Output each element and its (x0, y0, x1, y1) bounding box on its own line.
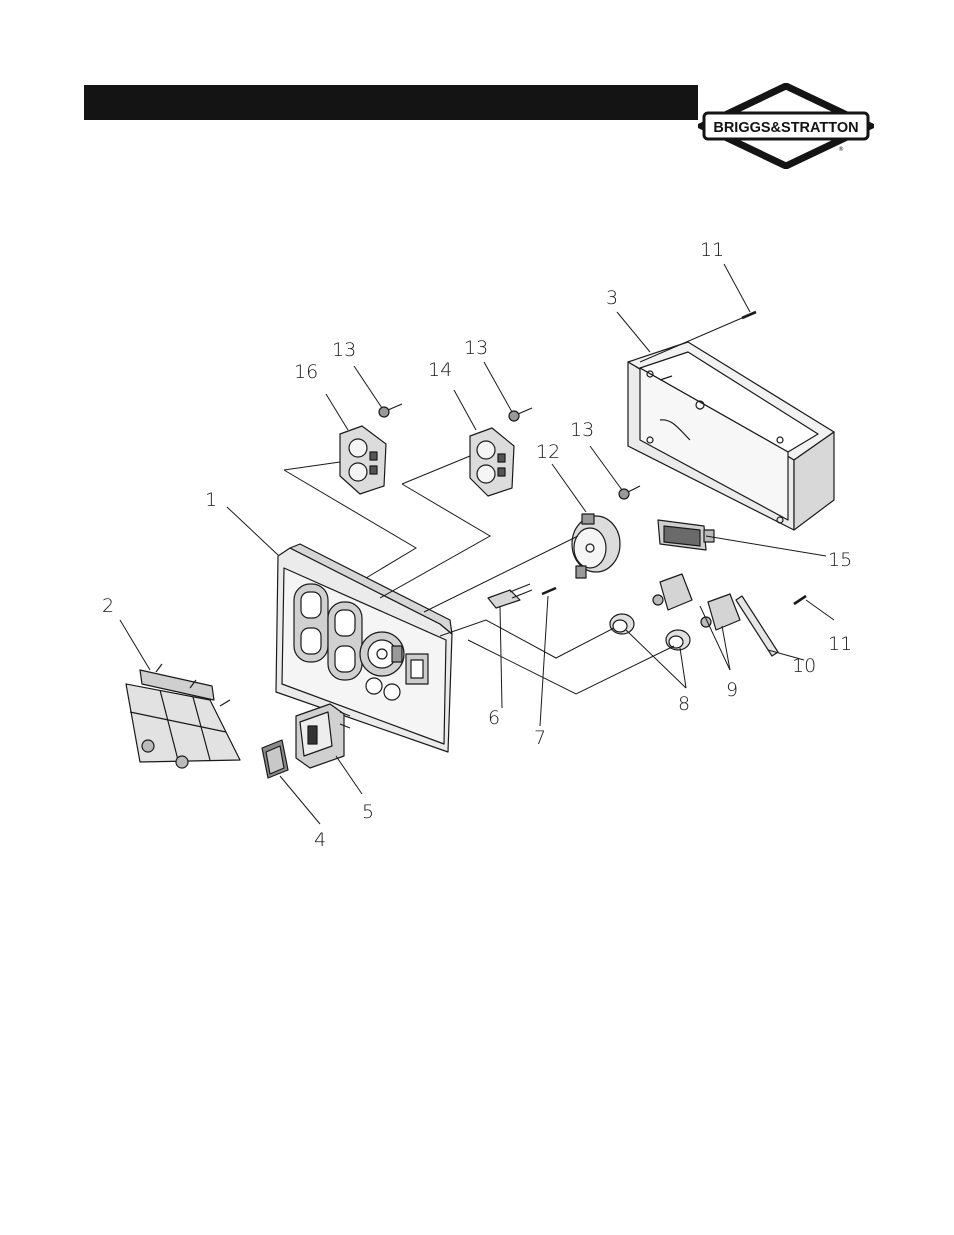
callout-4: 4 (314, 829, 326, 851)
callout-3: 3 (606, 287, 618, 309)
part-3-housing-box (628, 342, 834, 530)
callout-11-top: 11 (700, 239, 724, 261)
part-11-screw-right (794, 596, 806, 604)
part-9-breaker-a (653, 574, 692, 610)
part-8-knob-b (666, 630, 690, 650)
part-13-nut-c (619, 486, 640, 499)
callout-9: 9 (726, 679, 738, 701)
part-10-mounting-bar (736, 596, 778, 656)
part-16-duplex-receptacle (340, 426, 386, 494)
callout-5: 5 (362, 801, 374, 823)
callout-13-left: 13 (332, 339, 356, 361)
part-9-breaker-b (701, 594, 740, 630)
callout-10: 10 (792, 655, 816, 677)
callout-15: 15 (828, 549, 852, 571)
callout-2: 2 (102, 595, 114, 617)
callout-13-right: 13 (570, 419, 594, 441)
callout-14: 14 (428, 359, 452, 381)
callout-1: 1 (205, 489, 217, 511)
callout-6: 6 (488, 707, 500, 729)
part-6-indicator-lamp (488, 584, 532, 608)
part-13-nut-a (379, 404, 402, 417)
callout-12: 12 (536, 441, 560, 463)
part-12-twist-lock-receptacle (572, 514, 620, 578)
callout-13-middle: 13 (464, 337, 488, 359)
part-7-screw (542, 588, 556, 594)
part-8-knob-a (610, 614, 634, 634)
part-13-nut-b (509, 408, 532, 421)
callout-16: 16 (294, 361, 318, 383)
part-5-rocker-switch (296, 704, 350, 768)
callout-7: 7 (534, 727, 546, 749)
callout-11-right: 11 (828, 633, 852, 655)
part-14-duplex-receptacle (470, 428, 514, 496)
callout-8: 8 (678, 693, 690, 715)
part-4-switch-cover (262, 740, 288, 778)
part-11-screw-top (742, 312, 756, 318)
part-2-cover-plate (126, 664, 240, 768)
part-15-switch-module (658, 520, 714, 550)
